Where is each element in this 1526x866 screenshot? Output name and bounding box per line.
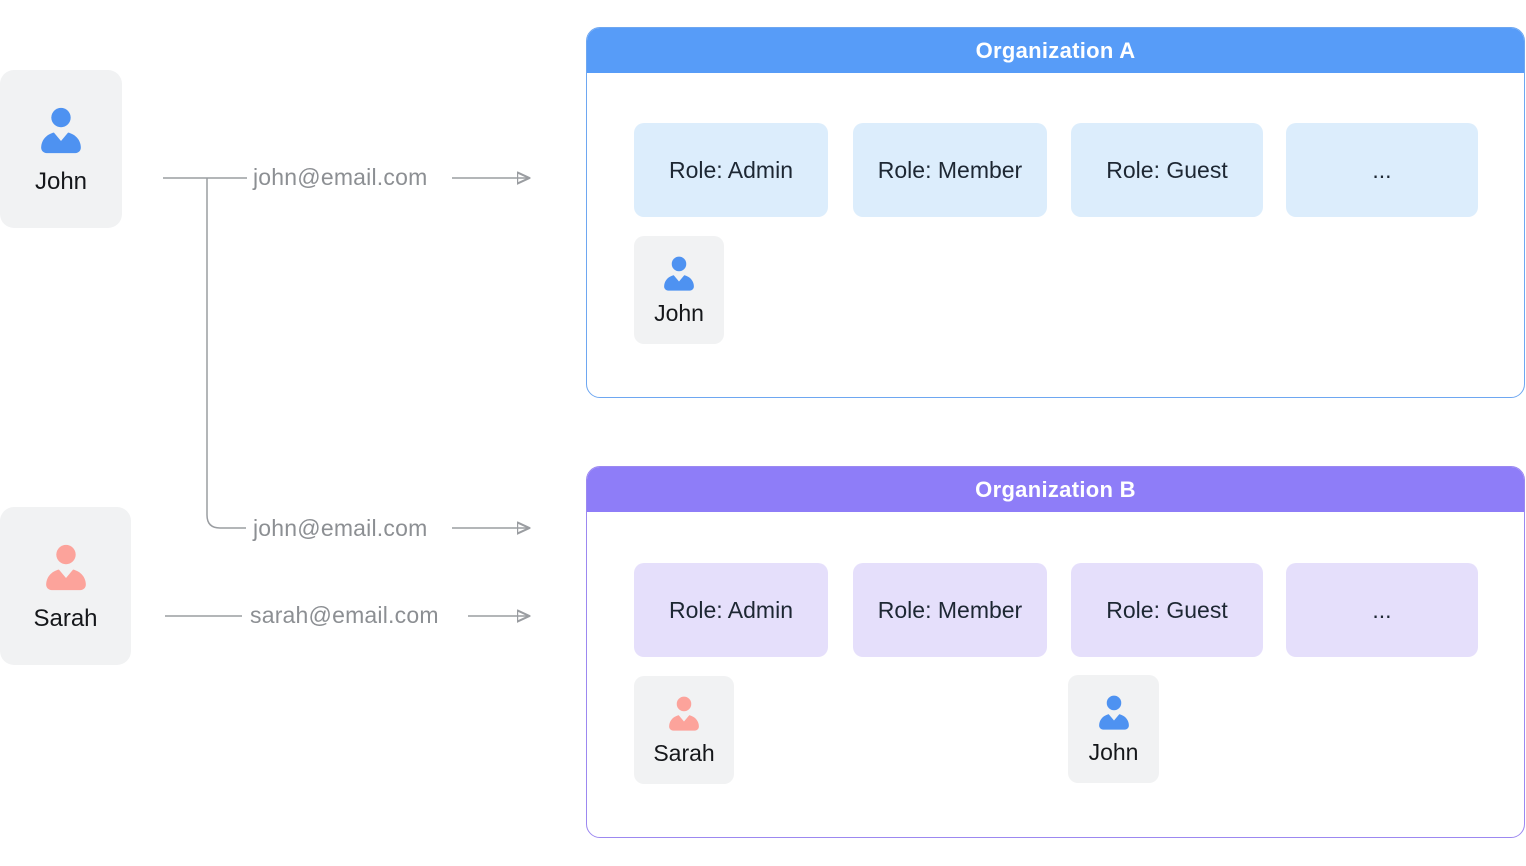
email-label-sarah: sarah@email.com (250, 601, 439, 628)
role-chip-guest: Role: Guest (1071, 123, 1263, 217)
role-chip-member: Role: Member (853, 123, 1047, 217)
email-label-john-1: john@email.com (253, 163, 428, 190)
member-card-john: John (634, 236, 724, 344)
person-icon (1093, 692, 1135, 734)
user-card-john: John (0, 70, 122, 228)
email-label-john-2: john@email.com (253, 514, 428, 541)
person-icon (33, 103, 89, 159)
role-chip-more: ... (1286, 123, 1478, 217)
person-icon (658, 253, 700, 295)
user-name: Sarah (33, 604, 98, 632)
person-icon (663, 693, 705, 735)
org-b-panel: Organization B Role: Admin Role: Member … (586, 466, 1525, 838)
member-card-john: John (1068, 675, 1159, 783)
user-name: John (34, 167, 88, 195)
role-chip-member: Role: Member (853, 563, 1047, 657)
org-b-title: Organization B (587, 467, 1524, 512)
member-name: Sarah (653, 740, 715, 766)
role-chip-more: ... (1286, 563, 1478, 657)
role-chip-guest: Role: Guest (1071, 563, 1263, 657)
person-icon (38, 540, 94, 596)
member-name: John (654, 300, 704, 326)
member-card-sarah: Sarah (634, 676, 734, 784)
branch-john-down (206, 178, 246, 529)
role-chip-admin: Role: Admin (634, 563, 828, 657)
org-a-panel: Organization A Role: Admin Role: Member … (586, 27, 1525, 398)
org-a-title: Organization A (587, 28, 1524, 73)
user-card-sarah: Sarah (0, 507, 131, 665)
role-chip-admin: Role: Admin (634, 123, 828, 217)
member-name: John (1088, 739, 1139, 765)
